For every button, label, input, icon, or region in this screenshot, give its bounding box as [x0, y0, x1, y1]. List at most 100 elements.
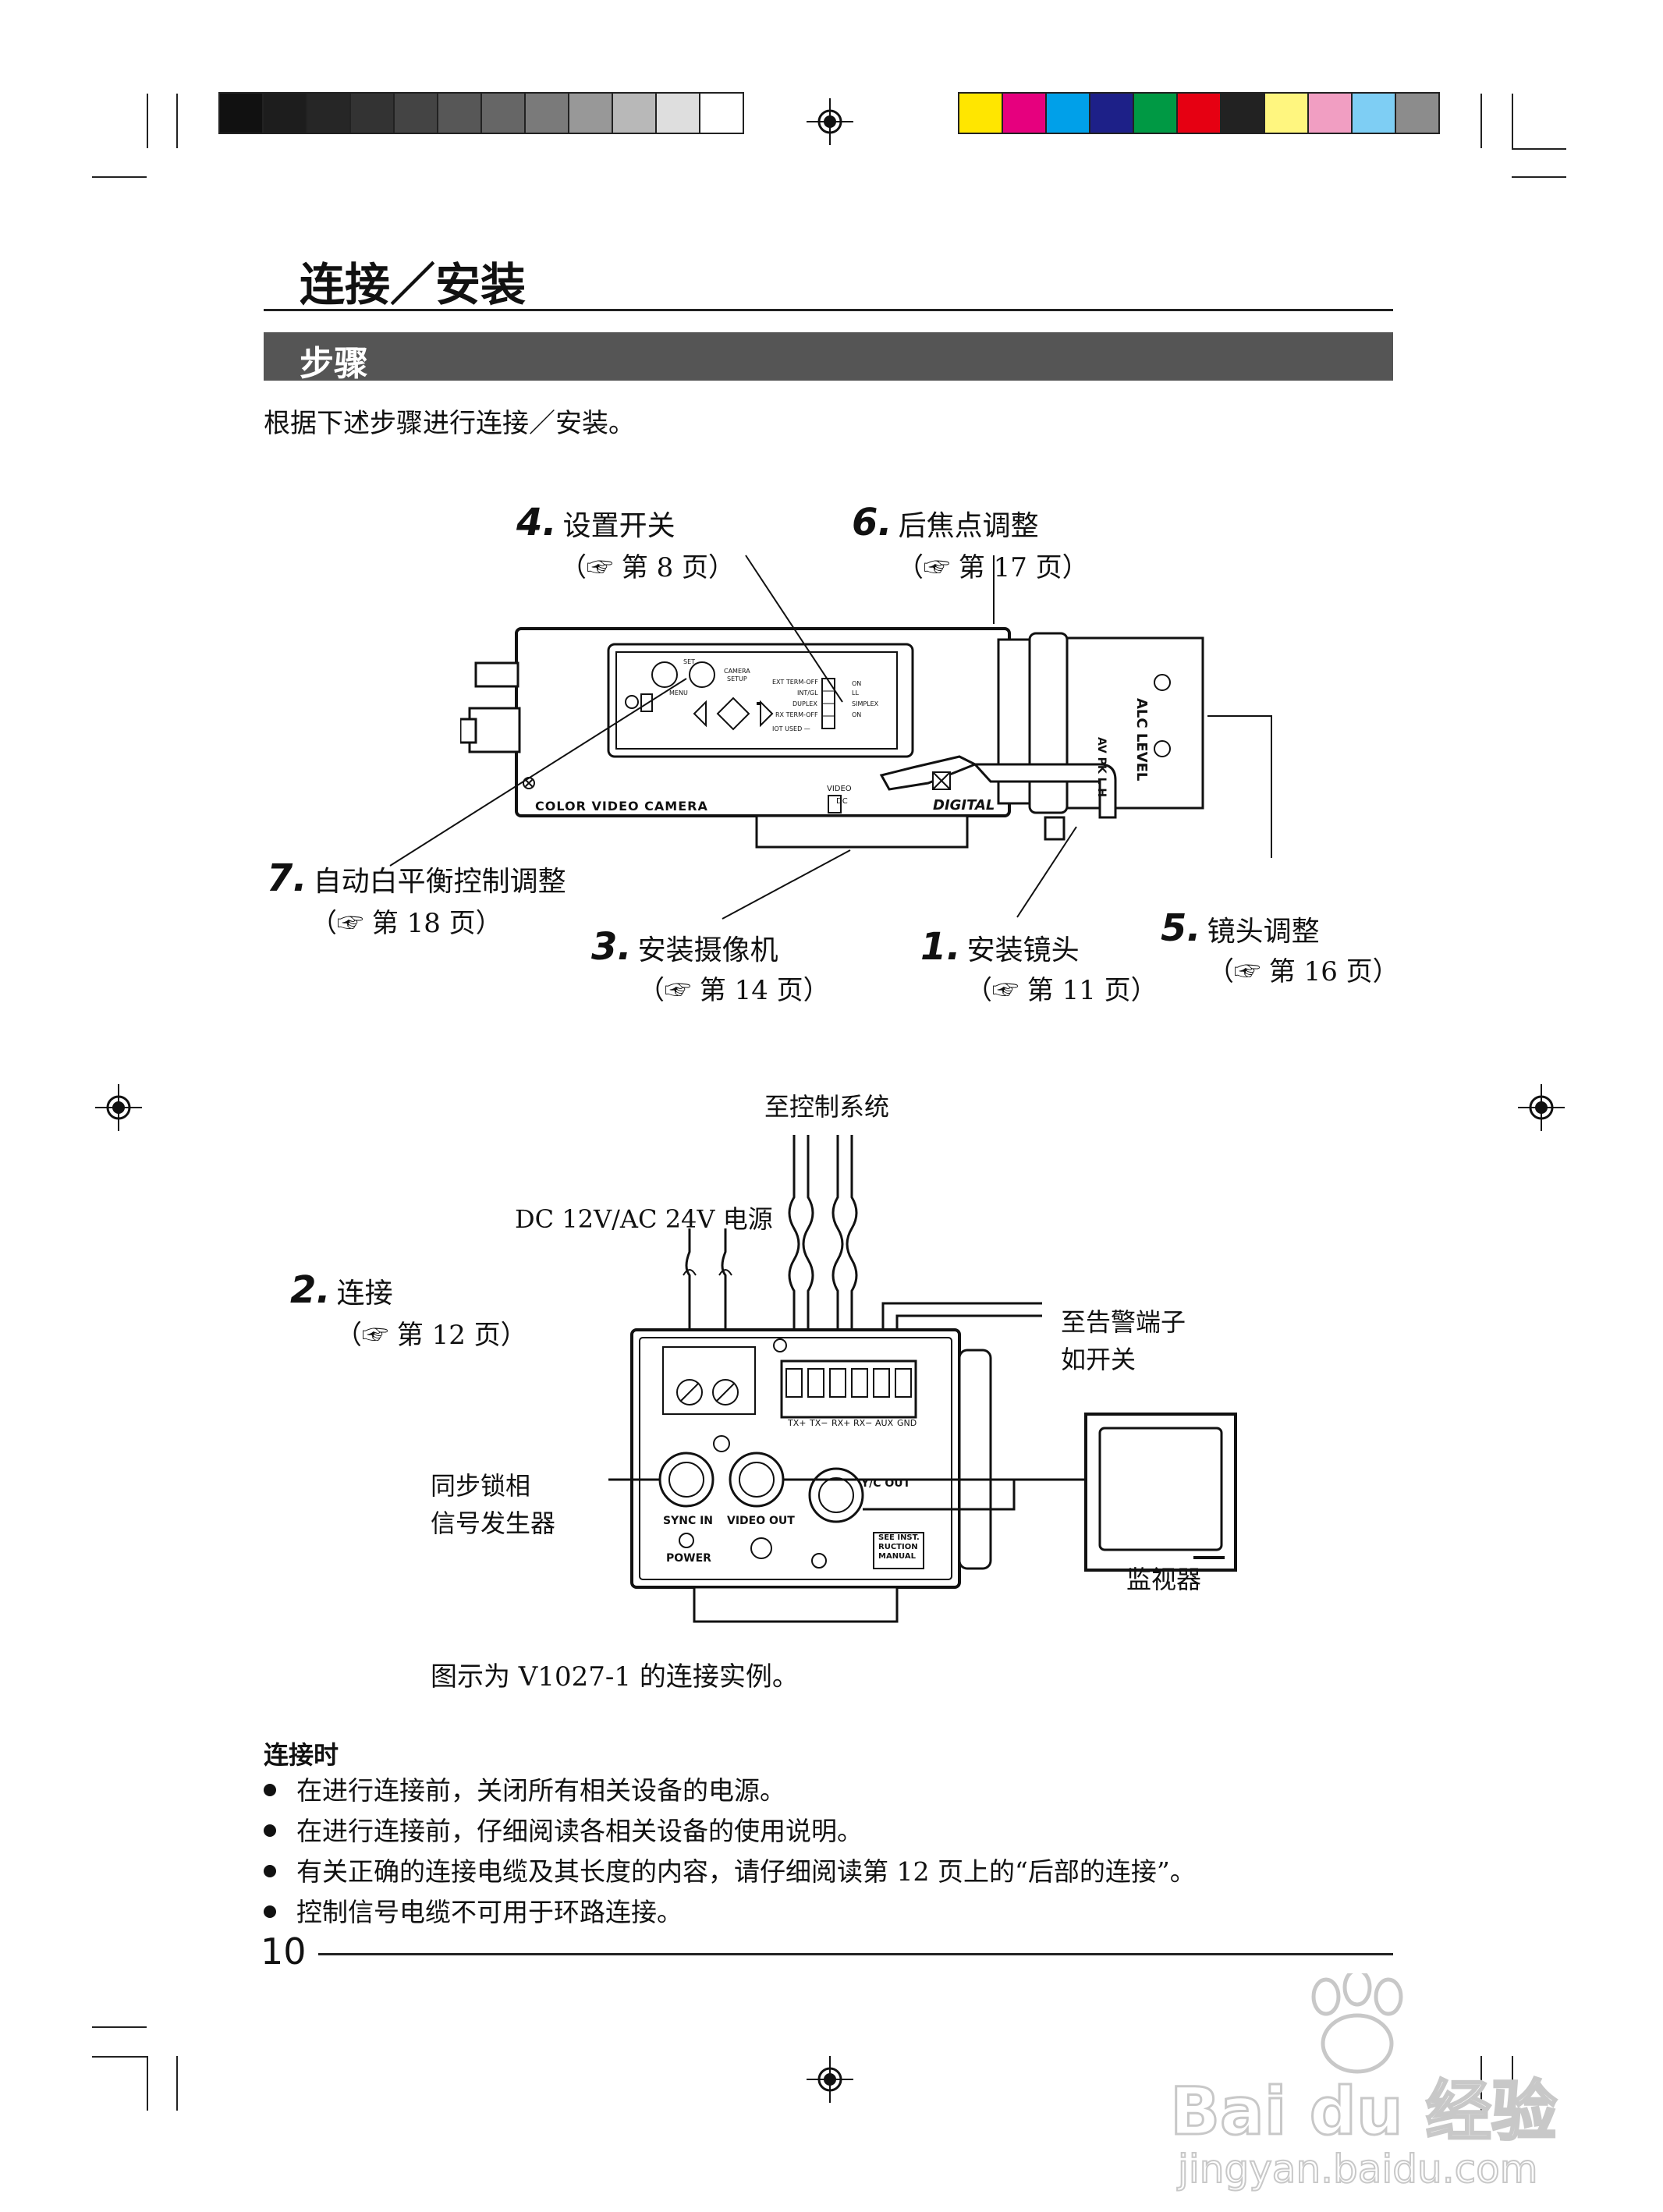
calibration-swatch — [218, 92, 264, 134]
step-text: 设置开关 — [562, 510, 675, 542]
footer-rule — [318, 1953, 1393, 1955]
list-item-text: 在进行连接前，仔细阅读各相关设备的使用说明。 — [296, 1816, 863, 1846]
step-7-label: 7.自动白平衡控制调整 — [267, 856, 566, 900]
power-label: POWER — [666, 1552, 711, 1565]
step-text: 镜头调整 — [1207, 916, 1320, 948]
sync-generator-label: 信号发生器 — [431, 1508, 556, 1538]
crop-mark — [147, 94, 148, 148]
list-item-text: 在进行连接前，关闭所有相关设备的电源。 — [296, 1775, 785, 1806]
switch-label: INT/GL — [797, 689, 818, 697]
calibration-swatch — [699, 92, 744, 134]
calibration-swatch — [1045, 92, 1090, 134]
step-number: 5. — [1161, 906, 1201, 950]
terminal-label: GND — [897, 1418, 917, 1428]
step-6-ref: （☞ 第 17 页） — [897, 552, 1089, 583]
crop-mark — [92, 2056, 147, 2058]
step-5-ref: （☞ 第 16 页） — [1207, 956, 1399, 987]
calibration-swatch — [306, 92, 351, 134]
list-item: 有关正确的连接电缆及其长度的内容，请仔细阅读第 12 页上的“后部的连接”。 — [264, 1852, 1196, 1892]
switch-label: SIMPLEX — [852, 700, 879, 707]
step-5-label: 5.镜头调整 — [1161, 906, 1320, 950]
watermark-brand: Bai du 经验 — [1169, 2072, 1558, 2151]
see-manual-label: SEE INST. — [878, 1533, 920, 1542]
step-1-ref: （☞ 第 11 页） — [966, 975, 1158, 1006]
calibration-swatch — [1395, 92, 1440, 134]
alarm-label: 至告警端子 — [1061, 1307, 1186, 1337]
step-text: 自动白平衡控制调整 — [313, 866, 566, 898]
step-3-label: 3.安装摄像机 — [591, 925, 778, 969]
calibration-swatch — [958, 92, 1003, 134]
list-item-text: 控制信号电缆不可用于环路连接。 — [296, 1897, 683, 1927]
calibration-swatch — [524, 92, 569, 134]
switch-label: LL — [852, 689, 859, 697]
step-number: 7. — [267, 856, 307, 900]
terminal-label: TX+ — [788, 1418, 807, 1428]
step-number: 6. — [852, 501, 892, 544]
camera-setup-label: CAMERA — [724, 668, 750, 675]
registration-mark-icon — [95, 1084, 142, 1131]
calibration-swatch — [1002, 92, 1047, 134]
calibration-swatch — [1089, 92, 1134, 134]
page-number: 10 — [261, 1930, 307, 1973]
page-title: 连接／安装 — [300, 258, 527, 311]
rear-panel-illustration — [608, 1135, 1237, 1623]
list-item-text: 有关正确的连接电缆及其长度的内容，请仔细阅读第 12 页上的“后部的连接”。 — [296, 1856, 1196, 1887]
step-text: 安装摄像机 — [637, 934, 778, 966]
crop-mark — [1512, 148, 1566, 150]
calibration-swatch — [612, 92, 657, 134]
leader-lines-top — [389, 555, 1272, 920]
calibration-swatch — [1351, 92, 1396, 134]
step-7-ref: （☞ 第 18 页） — [310, 908, 502, 939]
step-number: 3. — [591, 925, 632, 969]
bullet-icon — [264, 1905, 276, 1918]
switch-label: IOT USED — — [772, 725, 810, 732]
crop-mark — [176, 94, 178, 148]
step-2-label: 2.连接 — [290, 1268, 393, 1312]
see-manual-label: MANUAL — [878, 1552, 916, 1561]
video-out-label: VIDEO OUT — [727, 1515, 795, 1527]
crop-mark — [1512, 2056, 1513, 2111]
video-dc-label: VIDEO — [827, 785, 852, 793]
alarm-label: 如开关 — [1061, 1345, 1136, 1374]
camera-side-illustration — [460, 627, 1204, 849]
step-text: 连接 — [336, 1278, 393, 1310]
monitor-label: 监视器 — [1126, 1565, 1202, 1594]
step-1-label: 1.安装镜头 — [920, 925, 1080, 969]
step-number: 4. — [516, 501, 557, 544]
registration-mark-icon — [807, 2056, 853, 2103]
figure-caption: 图示为 V1027-1 的连接实例。 — [431, 1661, 799, 1693]
step-number: 2. — [290, 1268, 331, 1312]
sync-generator-label: 同步锁相 — [431, 1471, 531, 1501]
title-rule — [264, 309, 1393, 311]
terminal-label: RX+ — [832, 1418, 851, 1428]
camera-brand-text: COLOR VIDEO CAMERA — [535, 799, 708, 814]
calibration-swatch — [1176, 92, 1222, 134]
step-3-ref: （☞ 第 14 页） — [638, 975, 830, 1006]
terminal-label: AUX — [875, 1418, 894, 1428]
power-supply-label: DC 12V/AC 24V 电源 — [515, 1204, 773, 1234]
to-control-label: 至控制系统 — [764, 1092, 890, 1122]
calibration-swatch — [1220, 92, 1265, 134]
switch-label: ON — [852, 711, 862, 718]
panel-set-label: SET — [683, 658, 696, 665]
list-item: 在进行连接前，关闭所有相关设备的电源。 — [264, 1771, 1196, 1811]
terminal-label: RX− — [853, 1418, 873, 1428]
list-item: 控制信号电缆不可用于环路连接。 — [264, 1892, 1196, 1933]
step-text: 安装镜头 — [966, 934, 1080, 966]
calibration-swatch — [655, 92, 700, 134]
list-item: 在进行连接前，仔细阅读各相关设备的使用说明。 — [264, 1811, 1196, 1852]
paw-icon — [1311, 1973, 1403, 2074]
step-text: 后焦点调整 — [898, 510, 1039, 542]
terminal-label: TX− — [810, 1418, 828, 1428]
crop-mark — [1512, 176, 1566, 178]
crop-mark — [1512, 94, 1513, 148]
calibration-swatch — [262, 92, 307, 134]
switch-label: EXT TERM-OFF — [772, 679, 818, 686]
step-number: 1. — [920, 925, 961, 969]
crop-mark — [1480, 94, 1482, 148]
notes-list: 在进行连接前，关闭所有相关设备的电源。 在进行连接前，仔细阅读各相关设备的使用说… — [264, 1771, 1196, 1933]
video-dc-label: DC — [836, 797, 848, 806]
crop-mark — [147, 2056, 148, 2111]
switch-label: DUPLEX — [792, 700, 817, 707]
watermark: Bai du 经验 jingyan.baidu.com — [1169, 1973, 1560, 2200]
